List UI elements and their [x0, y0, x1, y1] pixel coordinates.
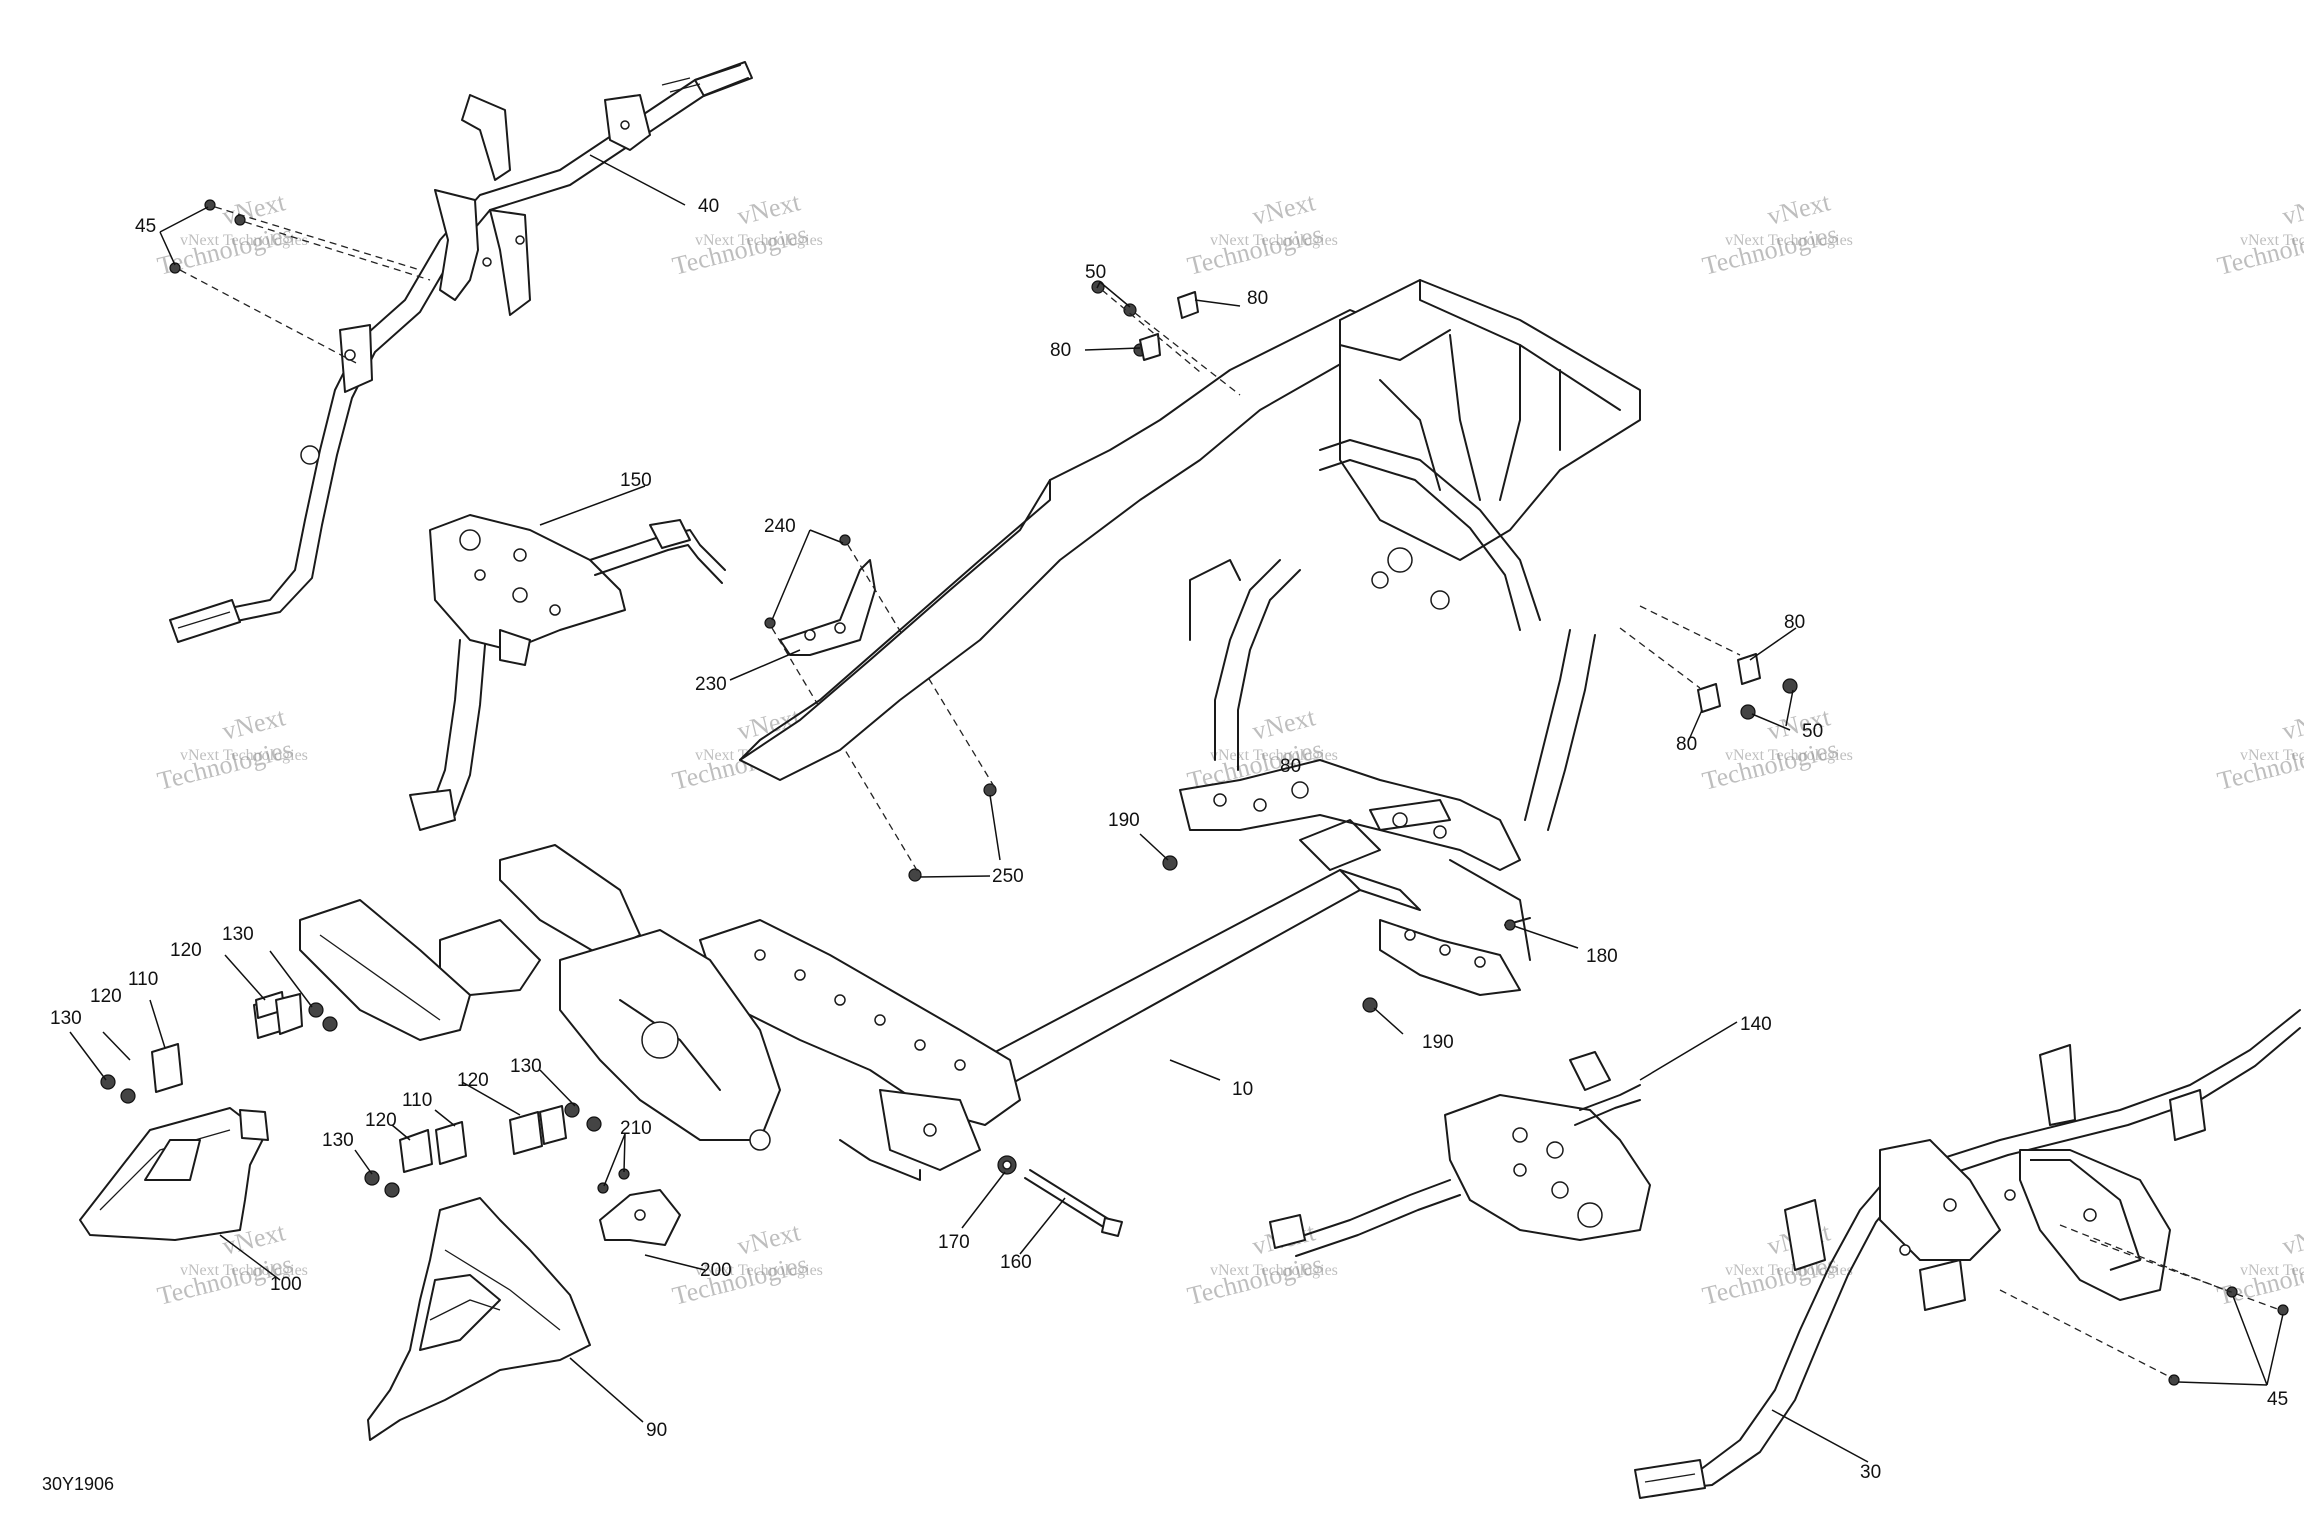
svg-text:vNext Technologies: vNext Technologies [2240, 747, 2304, 764]
svg-text:vNext Technologies: vNext Technologies [1725, 232, 1853, 249]
callout-90: 90 [646, 1420, 667, 1441]
callout-210: 210 [620, 1118, 652, 1139]
part-110-120-130-left-hardware [100, 991, 602, 1198]
part-230-bracket [764, 534, 997, 882]
callout-80: 80 [1784, 612, 1805, 633]
callout-100: 100 [270, 1274, 302, 1295]
svg-text:vNext: vNext [2279, 1217, 2304, 1261]
callout-80: 80 [1280, 756, 1301, 777]
part-80-50-right-hardware [1619, 605, 1798, 720]
part-140-seat-support [1269, 1051, 1651, 1257]
svg-text:vNext Technologies: vNext Technologies [1210, 747, 1338, 764]
svg-text:vNext Technologies: vNext Technologies [180, 1262, 308, 1279]
watermark: vNext Technologies vNext Technologies [2214, 187, 2304, 281]
watermark: vNext Technologies vNext Technologies [669, 187, 822, 281]
callout-250: 250 [992, 866, 1024, 887]
svg-text:vNext Technologies: vNext Technologies [1725, 1262, 1853, 1279]
callout-170: 170 [938, 1232, 970, 1253]
part-100-front-bracket [79, 1107, 269, 1241]
callout-130: 130 [322, 1130, 354, 1151]
svg-text:vNext Technologies: vNext Technologies [695, 1262, 823, 1279]
callout-80: 80 [1050, 340, 1071, 361]
callout-190: 190 [1422, 1032, 1454, 1053]
part-150-seat-support [409, 514, 726, 831]
part-30-right-tube-assembly [1634, 1009, 2301, 1499]
part-90-front-bracket [367, 1197, 591, 1441]
callout-180: 180 [1586, 946, 1618, 967]
callout-30: 30 [1860, 1462, 1881, 1483]
callout-150: 150 [620, 470, 652, 491]
callout-140: 140 [1740, 1014, 1772, 1035]
watermark: vNext Technologies vNext Technologies [1184, 187, 1337, 281]
callout-130: 130 [222, 924, 254, 945]
callout-45: 45 [2267, 1389, 2288, 1410]
callout-50: 50 [1085, 262, 1106, 283]
part-45-left-hardware [169, 199, 431, 366]
svg-text:vNext: vNext [2279, 187, 2304, 231]
callout-80: 80 [1676, 734, 1697, 755]
watermark-layer: vNext Technologies vNext Technologies vN… [154, 187, 2304, 1311]
watermark: vNext Technologies vNext Technologies [1699, 187, 1852, 281]
callout-labels: 10 30 40 45 45 50 50 80 80 80 80 80 90 1… [50, 196, 2288, 1483]
watermark: vNext Technologies vNext Technologies [2214, 702, 2304, 796]
watermark: vNext Technologies vNext Technologies [154, 702, 307, 796]
callout-120: 120 [90, 986, 122, 1007]
svg-text:vNext Technologies: vNext Technologies [1210, 1262, 1338, 1279]
svg-text:vNext Technologies: vNext Technologies [695, 232, 823, 249]
watermark: vNext Technologies vNext Technologies [2214, 1217, 2304, 1311]
callout-120: 120 [170, 940, 202, 961]
svg-text:vNext Technologies: vNext Technologies [180, 747, 308, 764]
part-200-210-bracket [597, 1168, 681, 1246]
callout-10: 10 [1232, 1079, 1253, 1100]
callout-120: 120 [457, 1070, 489, 1091]
part-160-170-bolt [997, 1155, 1123, 1237]
callout-40: 40 [698, 196, 719, 217]
callout-190: 190 [1108, 810, 1140, 831]
callout-130: 130 [50, 1008, 82, 1029]
leader-lines [69, 154, 2284, 1463]
diagram-reference-code: 30Y1906 [42, 1474, 114, 1494]
callout-130: 130 [510, 1056, 542, 1077]
callout-45: 45 [135, 216, 156, 237]
callout-80: 80 [1247, 288, 1268, 309]
callout-200: 200 [700, 1260, 732, 1281]
part-50-80-top-hardware [1091, 280, 1241, 396]
part-190-180-hardware [1162, 855, 1531, 1013]
svg-text:vNext Technologies: vNext Technologies [1210, 232, 1338, 249]
callout-120: 120 [365, 1110, 397, 1131]
svg-text:vNext Technologies: vNext Technologies [2240, 232, 2304, 249]
svg-text:vNext Technologies: vNext Technologies [180, 232, 308, 249]
callout-160: 160 [1000, 1252, 1032, 1273]
callout-230: 230 [695, 674, 727, 695]
callout-110: 110 [402, 1090, 432, 1111]
callout-240: 240 [764, 516, 796, 537]
callout-110: 110 [128, 969, 158, 990]
watermark: vNext Technologies vNext Technologies [669, 1217, 822, 1311]
part-40-left-tube-assembly [169, 61, 753, 643]
svg-text:vNext Technologies: vNext Technologies [1725, 747, 1853, 764]
part-10-main-frame [299, 279, 1641, 1181]
watermark: vNext Technologies vNext Technologies [1699, 702, 1852, 796]
svg-text:vNext Technologies: vNext Technologies [2240, 1262, 2304, 1279]
svg-text:vNext: vNext [2279, 702, 2304, 746]
callout-50: 50 [1802, 721, 1823, 742]
